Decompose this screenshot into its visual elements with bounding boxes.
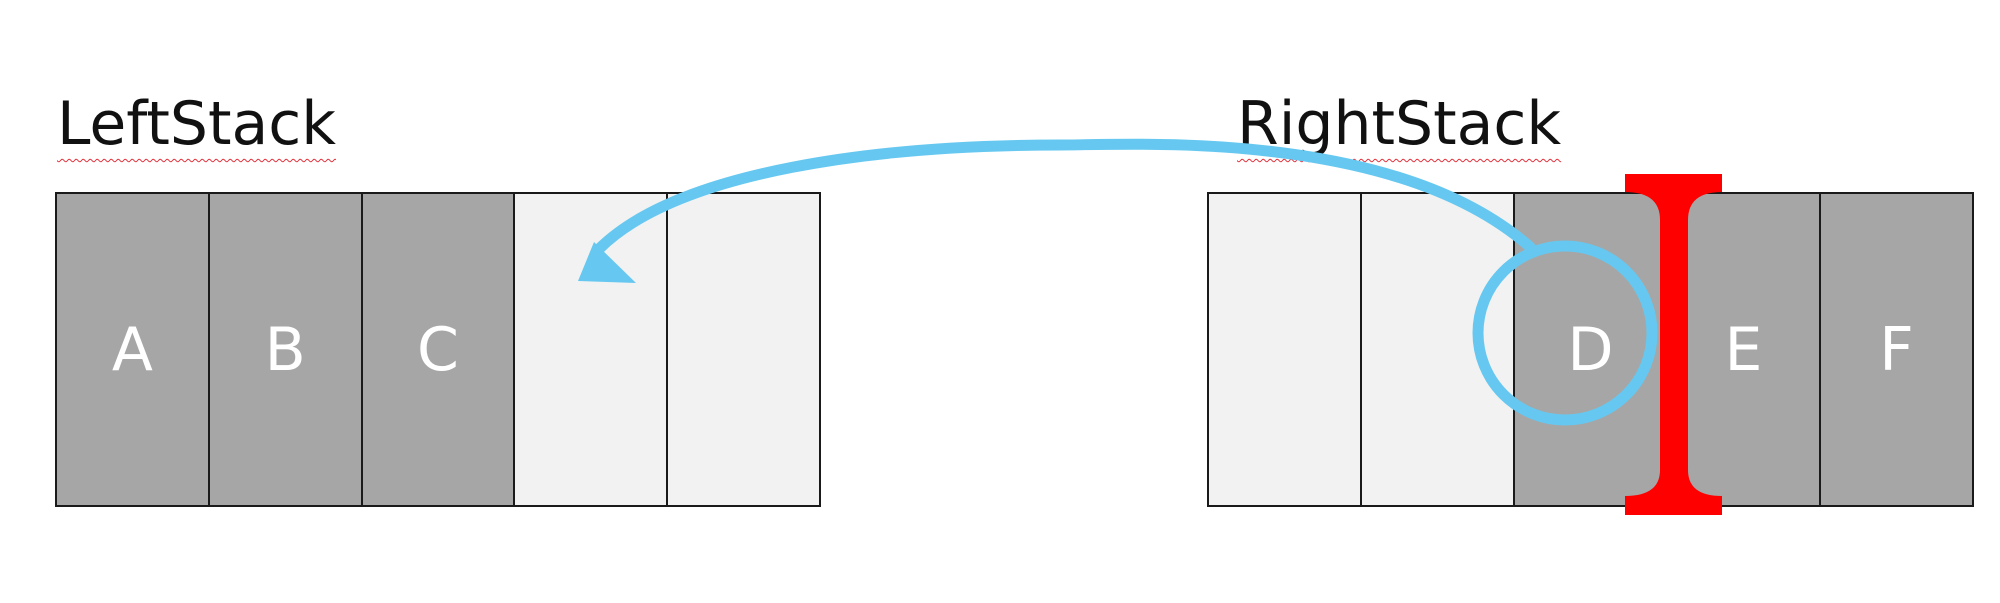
cell-label: F	[1879, 314, 1914, 385]
right-stack-title: RightStack	[1237, 89, 1562, 159]
right-stack: D E F	[1207, 192, 1974, 507]
cell-label: C	[417, 314, 459, 385]
left-stack-cell: C	[362, 194, 516, 505]
cell-label: E	[1724, 314, 1763, 385]
cell-label: D	[1567, 314, 1614, 385]
right-stack-cell: E	[1668, 194, 1821, 505]
right-stack-cell: D	[1515, 194, 1668, 505]
left-stack-cell	[668, 194, 819, 505]
cell-label: B	[264, 314, 306, 385]
right-stack-cell	[1362, 194, 1515, 505]
cell-label: A	[111, 314, 153, 385]
left-stack: A B C	[55, 192, 821, 507]
left-stack-title: LeftStack	[57, 89, 336, 159]
right-stack-cell	[1209, 194, 1362, 505]
left-stack-cell: A	[57, 194, 210, 505]
left-stack-cell	[515, 194, 669, 505]
right-stack-cell: F	[1821, 194, 1972, 505]
left-stack-cell: B	[209, 194, 363, 505]
